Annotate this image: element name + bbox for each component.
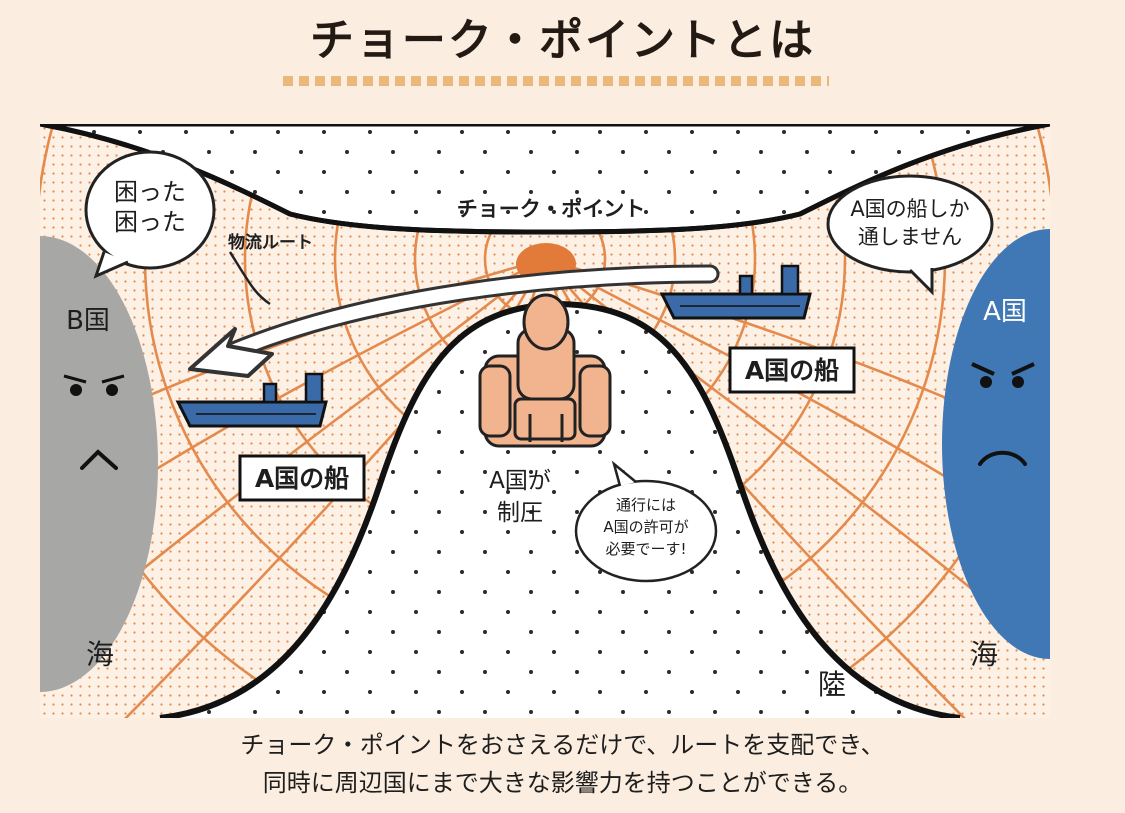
country-b-label: B国 [66,306,110,336]
sea-right-label: 海 [970,638,998,671]
control-label-line1: A国が [489,468,551,494]
notice-speech-bubble [574,479,718,583]
page-title: チョーク・ポイントとは [309,15,816,66]
ship-label-right: A国の船 [745,356,839,385]
country-b [40,236,158,692]
country-b-speech-line2: 困った [114,208,186,236]
control-label-line2: 制圧 [497,500,543,526]
route-arrow [188,264,720,378]
notice-line3: 必要でーす! [605,540,686,558]
country-a-label: A国 [983,297,1027,327]
country-b-speech-line1: 困った [114,178,186,206]
caption: チョーク・ポイントをおさえるだけで、ルートを支配でき、 同時に周辺国にまで大きな… [0,726,1125,802]
ship-right [659,264,812,320]
notice-line1: 通行には [616,496,676,514]
notice-line2: A国の許可が [603,518,688,536]
country-a-speech-bubble [826,174,994,296]
country-a [942,229,1050,659]
route-label-leader [228,251,271,306]
ship-left [175,372,328,428]
peninsula-land [160,304,960,718]
country-b-speech-bubble [84,150,216,279]
controller-figure [478,293,612,448]
ship-label-left-box [238,454,366,502]
title-underline [283,76,829,86]
country-a-speech-line2: 通しません [858,225,962,249]
caption-line2: 同時に周辺国にまで大きな影響力を持つことができる。 [262,769,863,797]
ship-label-right-box [728,346,856,394]
sea-left-label: 海 [86,638,114,671]
land-label: 陸 [818,668,846,701]
caption-line1: チョーク・ポイントをおさえるだけで、ルートを支配でき、 [240,731,885,759]
chokepoint-label: チョーク・ポイント [457,197,646,221]
ship-label-left: A国の船 [255,464,349,493]
route-label: 物流ルート [228,232,313,253]
country-a-speech-line1: A国の船しか [850,197,969,221]
chokepoint-diagram: チョーク・ポイント 物流ルート A国の船 A国の船 A国が 制圧 [40,124,1050,718]
